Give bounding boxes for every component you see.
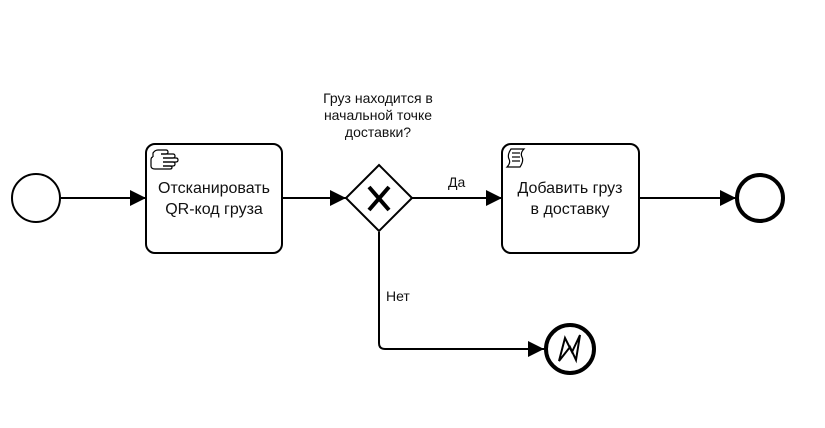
task-scan-label-line2: QR-код груза (165, 201, 263, 218)
start-event[interactable] (11, 173, 61, 223)
gateway-question-line3: доставки? (345, 124, 411, 140)
gateway-question-line1: Груз находится в (323, 90, 433, 106)
flow-label-yes: Да (448, 174, 465, 190)
task-add-label-line2: в доставку (531, 201, 610, 218)
lightning-icon (558, 334, 581, 364)
gateway-question-line2: начальной точке (324, 107, 432, 123)
task-scan-qr[interactable]: Отсканировать QR-код груза (145, 143, 283, 254)
gateway-question: Груз находится в начальной точке доставк… (323, 90, 433, 140)
flow-label-no: Нет (386, 288, 410, 304)
sequence-flows (61, 190, 736, 357)
flow-gateway-to-error[interactable] (378, 232, 544, 357)
exclusive-gateway[interactable] (344, 163, 414, 233)
script-icon (505, 148, 526, 168)
task-add-label-line1: Добавить груз (517, 180, 622, 197)
x-icon (367, 185, 391, 212)
hand-icon (150, 149, 179, 170)
end-event[interactable] (735, 173, 785, 223)
task-scan-label-line1: Отсканировать (158, 180, 270, 197)
task-add-cargo[interactable]: Добавить груз в доставку (501, 143, 640, 254)
error-end-event[interactable] (544, 323, 596, 375)
